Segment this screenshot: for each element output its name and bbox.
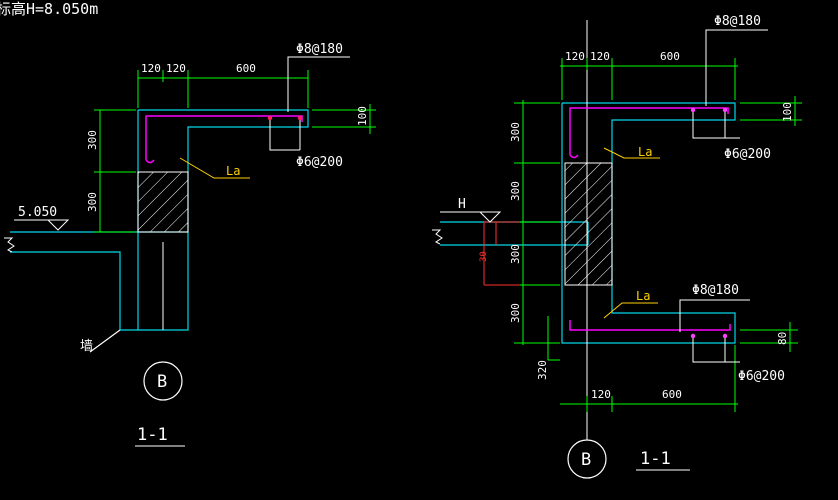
left-dim-top-2: 120 <box>166 62 186 75</box>
left-elevation-label: 5.050 <box>18 205 57 220</box>
right-rebar-top-label-2: Φ8@180 <box>692 283 739 298</box>
left-side-note: 墙 <box>80 339 93 354</box>
right-level-triangle <box>478 211 502 223</box>
right-dim-bottom-left: 320 <box>536 360 549 380</box>
right-rebar-bottom-label-1: Φ6@200 <box>724 147 771 162</box>
elevation-header: 标高H=8.050m <box>0 0 98 18</box>
right-axis-label: B <box>581 450 591 470</box>
right-anchor-leader-1 <box>603 147 660 159</box>
right-dim-top-1: 120 <box>565 50 585 63</box>
left-elevation-triangle <box>46 219 70 231</box>
right-dim-top-3: 600 <box>660 50 680 63</box>
right-dim-side-3: 300 <box>509 244 522 264</box>
left-dim-top-3: 600 <box>236 62 256 75</box>
right-axis-bubble <box>567 439 607 479</box>
left-rebar-top-label: Φ8@180 <box>296 42 343 57</box>
right-rebar-dot-4 <box>722 333 728 339</box>
right-dim-side-1: 300 <box>509 122 522 142</box>
right-rebar-leaders <box>679 29 768 363</box>
right-rebar-dot-3 <box>690 333 696 339</box>
right-dim-side-4: 300 <box>509 303 522 323</box>
left-axis-bubble <box>143 361 183 401</box>
right-rebar-bottom-label-2: Φ6@200 <box>738 369 785 384</box>
left-anchor-leader <box>179 157 250 179</box>
left-dim-side-2: 300 <box>86 192 99 212</box>
left-dim-right: 100 <box>356 106 369 126</box>
left-anchor-label: La <box>226 164 240 178</box>
right-anchor-label-2: La <box>636 289 650 303</box>
left-section-detail: 120 120 600 300 300 100 Φ8@180 Φ6@200 La… <box>4 42 376 447</box>
right-anchor-leader-2 <box>603 302 658 319</box>
left-dimension-lines <box>94 70 376 233</box>
right-dim-upper-right: 100 <box>781 102 794 122</box>
right-anchor-label-1: La <box>638 145 652 159</box>
right-dimension-lines <box>514 58 802 412</box>
left-break-mark <box>4 237 15 253</box>
right-break-mark <box>432 229 443 245</box>
right-rebar-top-label-1: Φ8@180 <box>714 14 761 29</box>
left-rebar-leaders <box>269 56 350 151</box>
left-hatched-section <box>137 171 189 233</box>
right-dim-bottom-2: 600 <box>662 388 682 401</box>
left-rebar-dot-1 <box>267 115 273 121</box>
left-section-label: 1-1 <box>137 425 168 445</box>
right-rebar-dot-2 <box>722 107 728 113</box>
left-rebar-bottom-label: Φ6@200 <box>296 155 343 170</box>
left-rebar <box>145 115 303 164</box>
right-dim-lower-right: 80 <box>776 332 789 345</box>
right-rebar <box>569 107 731 331</box>
right-section-label: 1-1 <box>640 449 671 469</box>
right-dim-side-2: 300 <box>509 181 522 201</box>
right-dim-bottom-1: 120 <box>591 388 611 401</box>
right-dim-top-2: 120 <box>590 50 610 63</box>
left-rebar-dot-2 <box>297 115 303 121</box>
left-dim-top-1: 120 <box>141 62 161 75</box>
right-rebar-dot-1 <box>690 107 696 113</box>
left-axis-label: B <box>157 372 167 392</box>
right-section-detail: 120 120 600 300 300 300 300 100 80 120 6… <box>432 14 802 479</box>
right-red-dim-label: 30 <box>479 251 489 262</box>
left-dim-side-1: 300 <box>86 130 99 150</box>
right-level-label: H <box>458 197 466 212</box>
right-hatched-section <box>564 162 613 286</box>
